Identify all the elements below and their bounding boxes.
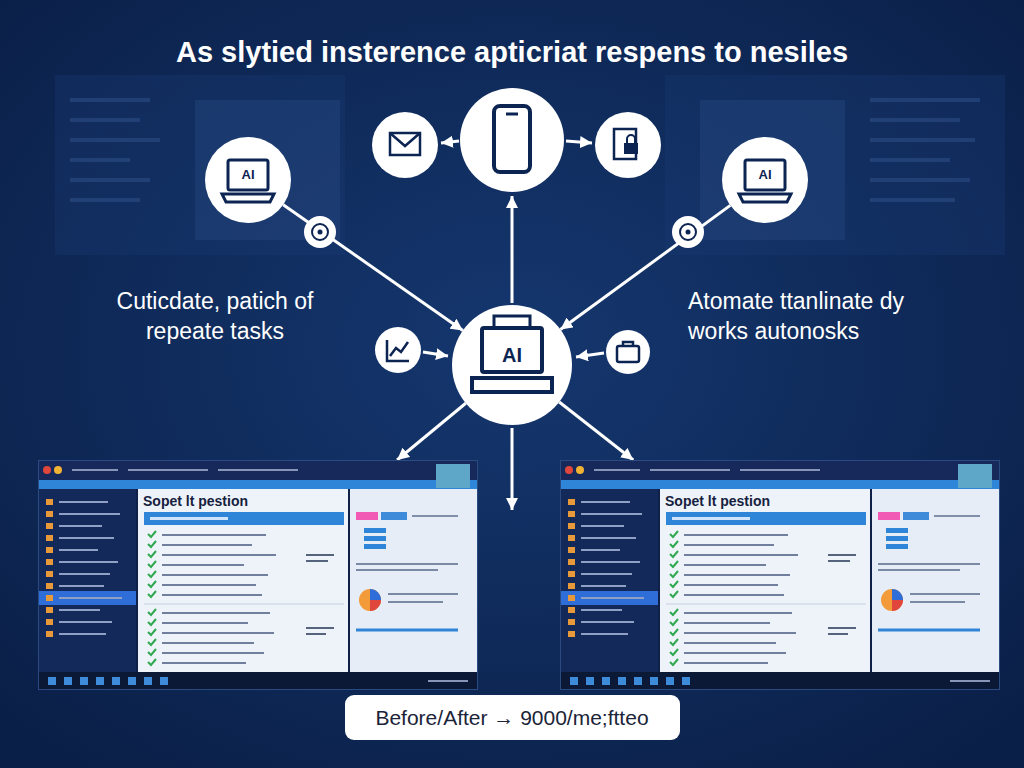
screenshot-panel: Sopet lt pestion (38, 460, 478, 690)
junction-ring (680, 224, 696, 240)
ai-screen-icon (745, 160, 785, 190)
arrow-line (576, 353, 604, 357)
ai-base-icon (739, 194, 791, 202)
ai-circle (205, 137, 291, 223)
faint-window (665, 75, 1005, 255)
junction-circle (304, 216, 336, 248)
phone-icon (494, 106, 530, 172)
icon-circle (375, 327, 421, 373)
ai-circle (722, 137, 808, 223)
ai-base-icon (472, 378, 552, 392)
phone-speaker (506, 113, 518, 116)
faint-panel (700, 100, 845, 240)
node-text: AI (502, 344, 522, 367)
connector-arrow (559, 402, 633, 460)
node-text: Sopet lt pestion (665, 493, 999, 509)
envelope-flap (390, 133, 420, 146)
node-text: AI (242, 168, 255, 183)
ai-screen-icon (482, 328, 542, 372)
connector-arrow (397, 403, 466, 460)
icon-circle (606, 330, 650, 374)
node-text: AI (759, 168, 772, 183)
arrow-line (511, 196, 514, 303)
screenshot-panel: Sopet lt pestion (560, 460, 1000, 690)
screenshot-right (560, 460, 1000, 690)
arrow-line (511, 428, 514, 510)
icon-circle (372, 112, 438, 178)
side-label: Cuticdate, patich of repeate tasks (85, 287, 345, 347)
lock-icon (624, 143, 638, 154)
ai-screen-icon (228, 160, 268, 190)
junction-ring (312, 224, 328, 240)
faint-lines (70, 100, 160, 200)
envelope-icon (390, 133, 420, 155)
ai-base-icon (222, 194, 274, 202)
icon-circle (595, 112, 661, 178)
ai-circle: AI (205, 137, 291, 223)
junction-circle (672, 216, 704, 248)
chart-line (390, 342, 408, 356)
diagram-title: As slytied insterence apticriat respens … (176, 36, 848, 69)
lock-shackle (627, 135, 635, 143)
screenshot-left (38, 460, 478, 690)
ai-hub-circle (452, 305, 572, 425)
title-block: As slytied insterence apticriat respens … (0, 36, 1024, 69)
chart-axes (387, 340, 409, 361)
bag-icon (617, 346, 639, 362)
free-label: Cuticdate, patich of repeate tasks (85, 287, 345, 347)
side-label: Atomate ttanlinate dy works autonosks (688, 287, 968, 347)
icon-circle (460, 88, 564, 192)
arrow-line (423, 352, 448, 356)
faint-lines (870, 100, 980, 200)
ai-circle: AI (722, 137, 808, 223)
arrow-line (441, 141, 459, 143)
caption-box: Before/After → 9000/me;ftteo (345, 695, 680, 740)
ai-hub-circle: AI (452, 305, 572, 425)
bag-handle (623, 342, 633, 346)
junction-dot (686, 230, 691, 235)
node-text: Sopet lt pestion (143, 493, 477, 509)
free-label: Atomate ttanlinate dy works autonosks (688, 287, 968, 347)
junction-dot (318, 230, 323, 235)
faint-window (55, 75, 345, 255)
node-text: Before/After → 9000/me;ftteo (375, 705, 648, 730)
arrow-line (566, 141, 592, 143)
